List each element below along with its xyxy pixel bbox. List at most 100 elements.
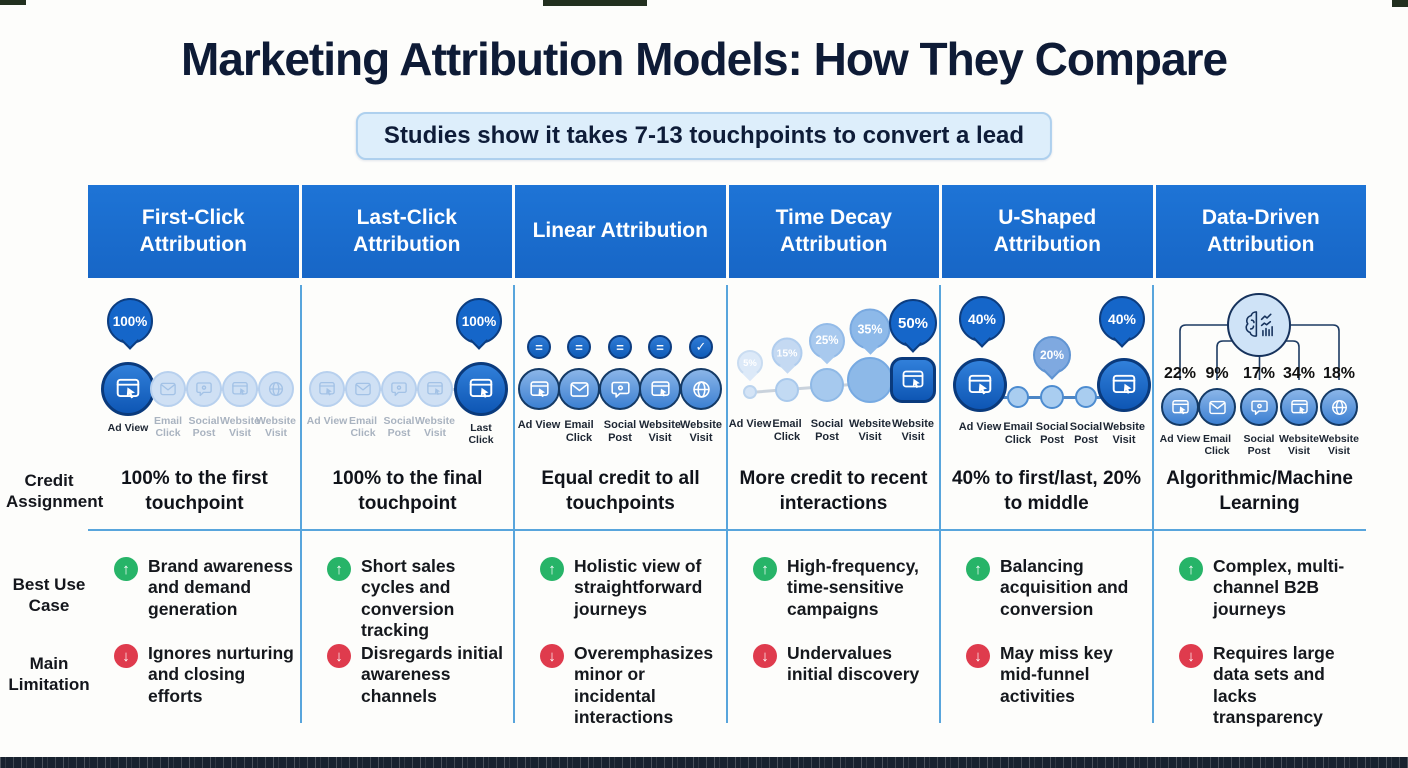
main-limitation-text: Overemphasizes minor or incidental inter… bbox=[574, 643, 714, 728]
credit-cell: Algorithmic/Machine Learning bbox=[1166, 468, 1353, 514]
page-title: Marketing Attribution Models: How They C… bbox=[180, 33, 1228, 85]
row-label-best-use-case: Best Use Case bbox=[12, 575, 86, 616]
up-arrow-icon bbox=[327, 557, 351, 581]
credit-percent: 17% bbox=[1242, 365, 1276, 382]
main-limitation-cell: Disregards initial awareness channels bbox=[301, 643, 514, 707]
row-label-main-limitation: Main Limitation bbox=[8, 654, 90, 695]
touchpoint-email-click bbox=[558, 368, 600, 410]
touchpoint-email-click bbox=[345, 371, 381, 407]
touchpoint-label: Email Click bbox=[1202, 433, 1231, 458]
main-limitation-text: Disregards initial awareness channels bbox=[361, 643, 503, 706]
bottom-edge-strip bbox=[0, 757, 1408, 768]
credit-percent: 9% bbox=[1205, 365, 1229, 382]
best-use-case-cell: High-frequency, time-sensitive campaigns bbox=[727, 556, 940, 620]
touchpoint-website-visit bbox=[680, 368, 722, 410]
email-icon bbox=[1208, 398, 1227, 417]
credit-callout: 100% bbox=[456, 298, 502, 344]
touchpoint-ad-view bbox=[518, 368, 560, 410]
diagram-data-driven: 22% 9% 17% 34% 18% Ad View Email Click S… bbox=[1153, 285, 1366, 458]
touchpoint-website-visit bbox=[890, 357, 936, 403]
touchpoint-email-click bbox=[150, 371, 186, 407]
touchpoint-website-visit bbox=[258, 371, 294, 407]
top-edge-mark-left bbox=[0, 0, 26, 5]
up-arrow-icon bbox=[966, 557, 990, 581]
touchpoint-social-post bbox=[1040, 385, 1064, 409]
stat-banner: Studies show it takes 7-13 touchpoints t… bbox=[355, 112, 1053, 160]
header-first-click: First-Click Attribution bbox=[88, 185, 299, 278]
touchpoint-label: Ad View bbox=[1159, 433, 1201, 445]
row-label-credit-assignment: Credit Assignment bbox=[6, 471, 104, 512]
credit-callout: 40% bbox=[959, 296, 1005, 342]
touchpoint-label: Social Post bbox=[188, 415, 220, 440]
touchpoint-label: Email Click bbox=[153, 415, 182, 440]
main-limitation-text: Undervalues initial discovery bbox=[787, 643, 920, 685]
touchpoint-label: Social Post bbox=[1069, 421, 1103, 446]
column-divider bbox=[726, 285, 728, 723]
website-icon bbox=[468, 376, 494, 402]
row-divider bbox=[88, 529, 1366, 531]
diagram-linear: = = = = ✓ Ad View Email Click Social Pos… bbox=[514, 285, 727, 455]
credit-callout: 5% bbox=[737, 350, 763, 376]
top-edge-mark-right bbox=[1392, 0, 1408, 7]
touchpoint-label: Website Visit bbox=[1318, 433, 1360, 458]
touchpoint-ad-view bbox=[953, 358, 1007, 412]
top-edge-mark-center bbox=[543, 0, 647, 6]
column-divider bbox=[939, 285, 941, 723]
credit-callout: 15% bbox=[771, 337, 803, 369]
ad-view-icon bbox=[967, 372, 993, 398]
touchpoint-label: Ad View bbox=[517, 419, 561, 431]
header-time-decay: Time Decay Attribution bbox=[728, 185, 939, 278]
touchpoint-social-post bbox=[1240, 388, 1278, 426]
touchpoint-label: Social Post bbox=[1243, 433, 1275, 458]
credit-percent: 34% bbox=[1282, 365, 1316, 382]
touchpoint-label: Ad View bbox=[958, 421, 1002, 433]
equal-credit-badge: = bbox=[527, 335, 551, 359]
social-post-icon bbox=[610, 379, 631, 400]
column-divider bbox=[1152, 285, 1154, 723]
email-icon bbox=[159, 380, 177, 398]
main-limitation-text: Ignores nurturing and closing efforts bbox=[148, 643, 294, 706]
diagram-last-click: 100% Ad View Email Click Social Post Web… bbox=[301, 285, 514, 455]
up-arrow-icon bbox=[753, 557, 777, 581]
equal-credit-badge: = bbox=[648, 335, 672, 359]
header-u-shaped: U-Shaped Attribution bbox=[942, 185, 1153, 278]
touchpoint-label: Email Click bbox=[772, 418, 802, 443]
touchpoint-social-post bbox=[810, 368, 844, 402]
touchpoint-label: Website Visit bbox=[849, 418, 891, 443]
algorithm-connector-lines bbox=[1179, 324, 1340, 380]
up-arrow-icon bbox=[1179, 557, 1203, 581]
check-badge: ✓ bbox=[689, 335, 713, 359]
touchpoint-ad-view bbox=[743, 385, 757, 399]
globe-icon bbox=[691, 379, 712, 400]
website-icon bbox=[231, 380, 249, 398]
touchpoint-website-visit bbox=[417, 371, 453, 407]
website-icon bbox=[1290, 398, 1309, 417]
email-icon bbox=[569, 379, 590, 400]
column-header-row: First-Click Attribution Last-Click Attri… bbox=[88, 185, 1366, 278]
header-data-driven: Data-Driven Attribution bbox=[1155, 185, 1366, 278]
touchpoint-label: Social Post bbox=[383, 415, 415, 440]
touchpoint-social-post bbox=[599, 368, 641, 410]
globe-icon bbox=[267, 380, 285, 398]
best-use-case-text: Brand awareness and demand generation bbox=[148, 556, 293, 619]
touchpoint-label: Website Visit bbox=[892, 418, 934, 443]
website-icon bbox=[650, 379, 671, 400]
equal-credit-badge: = bbox=[608, 335, 632, 359]
touchpoint-website-visit bbox=[1280, 388, 1318, 426]
best-use-case-text: Holistic view of straightforward journey… bbox=[574, 556, 703, 619]
credit-cell: 100% to the first touchpoint bbox=[121, 468, 268, 514]
social-post-icon bbox=[390, 380, 408, 398]
down-arrow-icon bbox=[966, 644, 990, 668]
website-icon bbox=[901, 368, 925, 392]
best-use-case-text: Balancing acquisition and conversion bbox=[1000, 556, 1129, 619]
credit-cell: Equal credit to all touchpoints bbox=[541, 468, 700, 514]
main-limitation-cell: Ignores nurturing and closing efforts bbox=[88, 643, 301, 707]
touchpoint-label: Website Visit bbox=[255, 415, 297, 440]
touchpoint-label: Social Post bbox=[603, 419, 637, 444]
touchpoint-label: Website Visit bbox=[1278, 433, 1320, 458]
touchpoint-label: Email Click bbox=[348, 415, 377, 440]
touchpoint-social-post bbox=[1075, 386, 1097, 408]
machine-learning-node bbox=[1227, 293, 1291, 357]
up-arrow-icon bbox=[114, 557, 138, 581]
credit-callout: 40% bbox=[1099, 296, 1145, 342]
